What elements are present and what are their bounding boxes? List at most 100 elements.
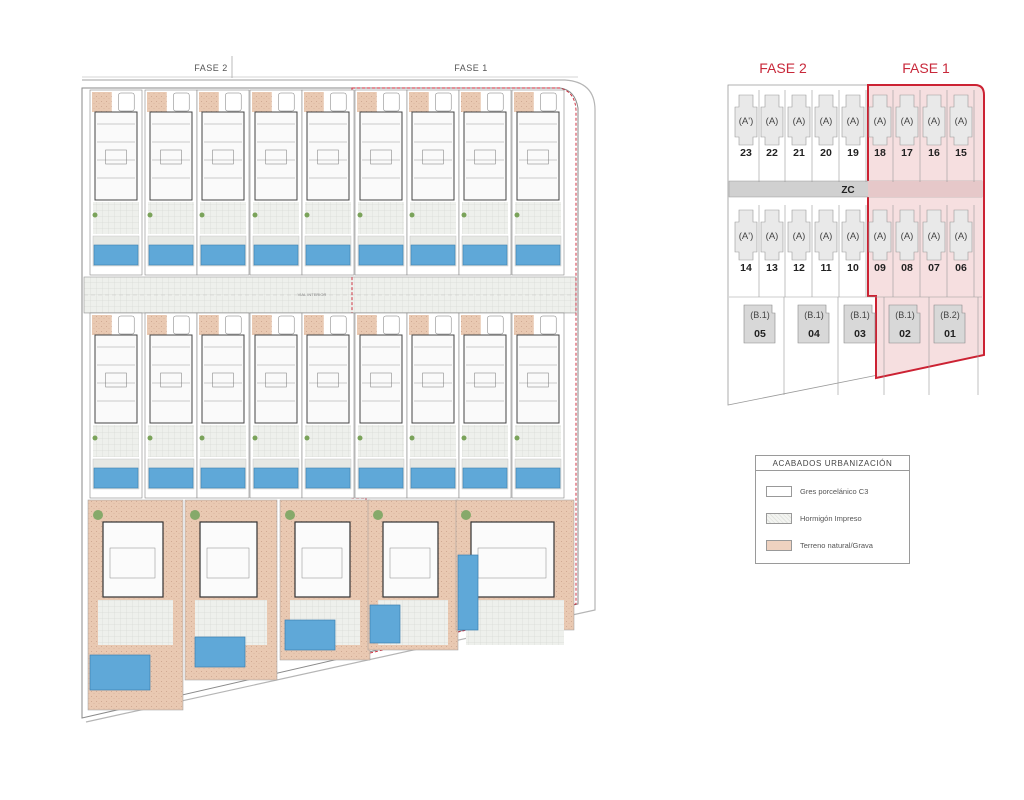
house-silhouette <box>895 94 919 146</box>
terrace-paving <box>93 202 139 234</box>
garden-gravel <box>514 92 534 112</box>
unit-03: (B.1)03 <box>843 297 885 395</box>
unit-20: (A)20 <box>814 90 840 182</box>
swimming-pool <box>358 467 404 489</box>
house-footprint <box>254 334 298 424</box>
unit-08: (A)08 <box>895 205 921 297</box>
unit-type-label: (A) <box>793 231 806 242</box>
unit-number-label: 10 <box>847 262 859 274</box>
dining-table <box>105 372 127 388</box>
garden-gravel <box>92 92 112 112</box>
living-room <box>301 547 343 579</box>
garden-gravel <box>147 315 167 335</box>
swimming-pool <box>305 244 351 266</box>
house-silhouette <box>843 304 876 344</box>
garden-gravel <box>409 92 429 112</box>
house-silhouette <box>868 94 892 146</box>
shrub <box>357 435 363 441</box>
dining-table <box>474 372 496 388</box>
parked-car <box>118 315 135 335</box>
unit-number-label: 17 <box>901 147 913 159</box>
swimming-pool <box>253 244 299 266</box>
unit-number-label: 15 <box>955 147 967 159</box>
unit-07: (A)07 <box>922 205 948 297</box>
parked-car <box>118 92 135 112</box>
shrub <box>357 212 363 218</box>
parked-car <box>540 315 557 335</box>
house-silhouette <box>814 94 838 146</box>
tree <box>190 510 200 520</box>
unit-type-label: (A) <box>928 231 941 242</box>
parked-car <box>225 92 242 112</box>
parked-car <box>435 315 452 335</box>
terrace-paving <box>462 425 508 457</box>
parked-car <box>225 315 242 335</box>
townhouse-plot <box>354 312 408 499</box>
dining-table <box>105 149 127 165</box>
garden-gravel <box>514 315 534 335</box>
unit-number-label: 13 <box>766 262 778 274</box>
dining-table <box>212 149 234 165</box>
house-silhouette <box>787 209 811 261</box>
townhouse-plot <box>511 89 565 276</box>
zc-phase1-strip <box>868 181 982 197</box>
unit-type-label: (A) <box>793 116 806 127</box>
parked-car <box>383 315 400 335</box>
unit-type-label: (A) <box>901 231 914 242</box>
shrub <box>147 435 153 441</box>
unit-type-label: (A) <box>847 116 860 127</box>
house-silhouette <box>797 304 830 344</box>
shrub <box>252 212 258 218</box>
swimming-pool <box>462 467 508 489</box>
unit-19: (A) 19 <box>841 90 867 182</box>
unit-number-label: 19 <box>847 147 859 159</box>
unit-number-label: 09 <box>874 262 886 274</box>
dining-table <box>265 372 287 388</box>
unit-type-label: (A) <box>766 231 779 242</box>
legend-item-label: Gres porcelánico C3 <box>800 486 869 496</box>
parked-car <box>278 92 295 112</box>
house-footprint <box>254 111 298 201</box>
shrub <box>92 435 98 441</box>
villa-footprint <box>199 521 258 598</box>
house-footprint <box>359 334 403 424</box>
unit-11: (A)11 <box>814 205 840 297</box>
parked-car <box>435 92 452 112</box>
dining-table <box>527 149 549 165</box>
townhouse-plot <box>196 312 250 499</box>
unit-number-label: 11 <box>820 262 831 274</box>
unit-04: (B.1)04 <box>797 297 839 395</box>
swimming-pool <box>369 604 401 644</box>
townhouse-plot <box>354 89 408 276</box>
legend-item-gres: Gres porcelánico C3 <box>766 484 868 498</box>
parked-car <box>487 92 504 112</box>
house-silhouette <box>922 209 946 261</box>
site-phase2-label: FASE 2 <box>194 63 228 73</box>
swimming-pool <box>515 467 561 489</box>
shrub <box>514 212 520 218</box>
dining-table <box>160 149 182 165</box>
house-silhouette <box>814 209 838 261</box>
shrub <box>304 212 310 218</box>
garden-gravel <box>199 92 219 112</box>
house-footprint <box>149 111 193 201</box>
garden-gravel <box>304 315 324 335</box>
house-silhouette <box>841 94 865 146</box>
unit-number-label: 21 <box>793 147 805 159</box>
townhouse-plot <box>144 89 198 276</box>
villa-footprint <box>102 521 164 598</box>
unit-type-label: (B.1) <box>895 310 915 320</box>
unit-10: (A)10 <box>841 205 867 297</box>
unit-number-label: 14 <box>740 262 752 274</box>
tree <box>285 510 295 520</box>
parked-car <box>487 315 504 335</box>
living-room <box>109 547 156 579</box>
living-room <box>206 547 250 579</box>
garden-gravel <box>252 92 272 112</box>
dining-table <box>422 372 444 388</box>
house-footprint <box>306 111 350 201</box>
tree <box>93 510 103 520</box>
unit-01: (B.2)01 <box>933 297 979 395</box>
townhouse-plot <box>144 312 198 499</box>
